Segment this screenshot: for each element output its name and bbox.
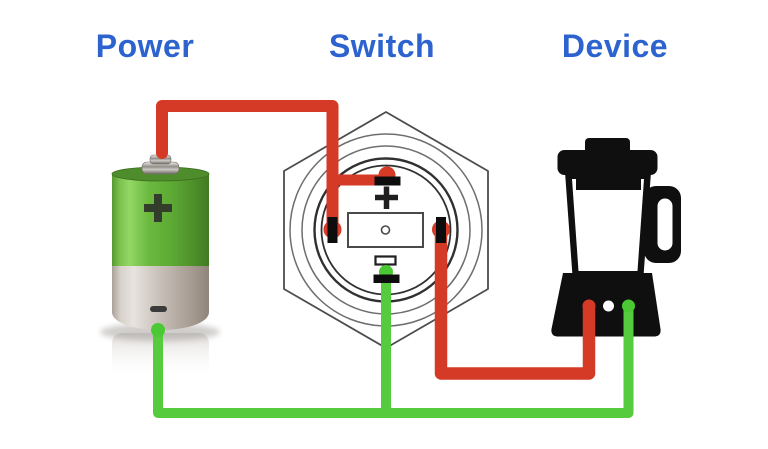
blender-fill-line [576, 179, 641, 190]
device-green-input-dot [622, 299, 635, 313]
battery-minus-symbol [150, 306, 167, 312]
switch-label: Switch [328, 28, 436, 64]
battery-plus-symbol [144, 194, 172, 222]
blender-lid [557, 150, 658, 175]
battery [100, 154, 220, 379]
switch-top-terminal-bar [374, 176, 401, 186]
switch-center-hole [380, 225, 391, 235]
wires [153, 100, 634, 418]
blender-handle-slot [657, 198, 673, 251]
blender-center-dot [603, 300, 614, 312]
switch-left-terminal-bar [327, 217, 338, 243]
red-wire-battery-to-switch [156, 100, 339, 235]
battery-body-silver [112, 266, 209, 330]
blender-jar-interior [572, 179, 644, 271]
blender [551, 138, 681, 337]
switch-terminal-bars [327, 176, 446, 283]
green-wire-battery-to-device [153, 301, 634, 418]
switch-minus-symbol [374, 255, 397, 266]
device-label: Device [561, 28, 669, 64]
switch-right-terminal-bar [436, 217, 446, 243]
power-label: Power [95, 28, 195, 64]
battery-negative-dot [151, 323, 165, 337]
device-red-input-dot [582, 299, 596, 313]
red-wire-switch-to-device [434, 223, 596, 380]
switch-bottom-terminal-bar [373, 274, 400, 283]
switch-plus-symbol [375, 186, 398, 209]
